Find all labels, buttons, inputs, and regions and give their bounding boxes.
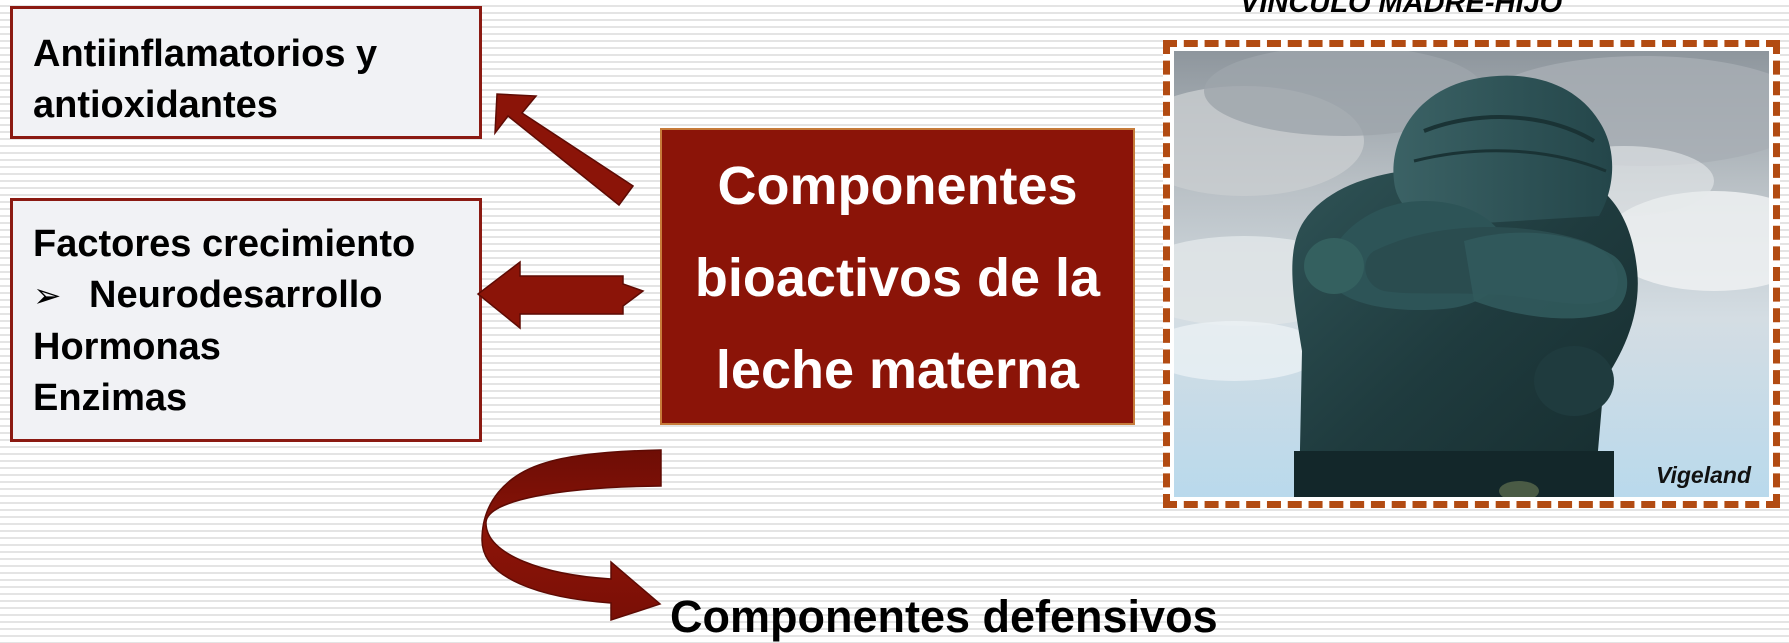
arrow-bullet-icon: ➢ [33,277,62,315]
main-title-line2: bioactivos de la [694,248,1101,308]
main-title-line1: Componentes [717,156,1078,216]
diagonal-arrow-icon [494,93,635,207]
hormones-line: Hormonas [33,326,221,368]
growth-factors-box: Factores crecimiento ➢ Neurodesarrollo Ho… [10,198,482,442]
photo-caption: Vigeland [1656,462,1751,488]
antiinflammatory-line2: antioxidantes [33,84,278,126]
main-title-line3: leche materna [715,340,1080,400]
antiinflammatory-box: Antiinflamatorios y antioxidantes [10,6,482,139]
defensive-components-label: Componentes defensivos [670,591,1218,642]
sculpture-photo-icon [1174,51,1769,497]
mother-child-sculpture-image: Vigeland [1174,51,1769,497]
neurodevelopment-bullet: ➢ Neurodesarrollo [33,270,479,322]
enzymes-line: Enzimas [33,377,188,419]
bioactive-components-box: Componentes bioactivos de la leche mater… [660,128,1135,425]
photo-frame: Vigeland [1163,40,1780,508]
antiinflammatory-line1: Antiinflamatorios y [33,33,378,75]
left-arrow-icon [476,260,645,330]
neurodevelopment-text: Neurodesarrollo [89,274,383,316]
curved-arrow-icon [481,449,662,622]
growth-factors-line: Factores crecimiento [33,223,416,265]
photo-title: VÍNCULO MADRE-HIJO [1240,0,1563,19]
